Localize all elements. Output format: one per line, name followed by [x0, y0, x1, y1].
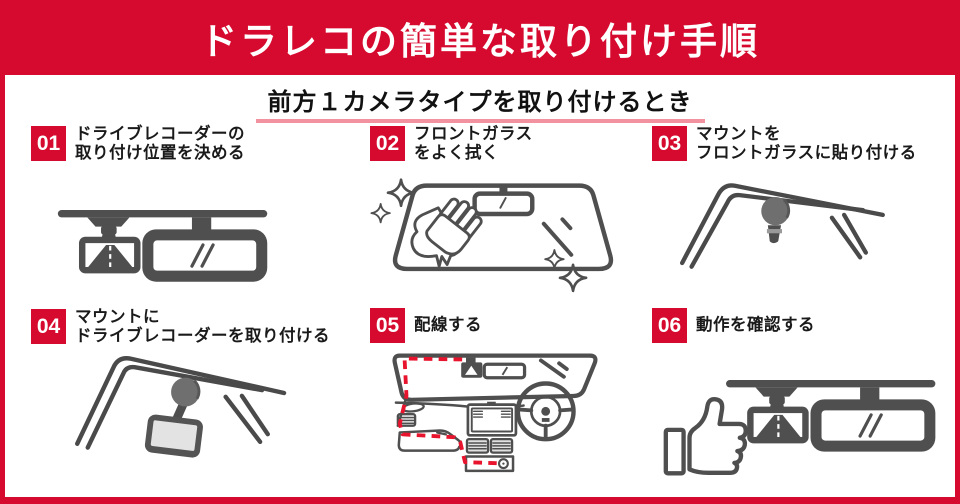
step-02-label-line1: フロントガラス: [414, 125, 533, 143]
mount-on-glass-illustration: [679, 183, 885, 269]
dashcam-on-mount-illustration: [75, 355, 287, 458]
step-04-header: 04 マウントに ドライブレコーダーを取り付ける: [31, 308, 361, 346]
step-05: 05 配線する: [370, 308, 662, 491]
step-05-number-badge: 05: [370, 308, 405, 343]
wiping-windshield-illustration: [370, 178, 614, 293]
step-05-label-line1: 配線する: [414, 316, 482, 335]
step-06-header: 06 動作を確認する: [652, 308, 952, 343]
console-vents: [465, 438, 514, 454]
subtitle-text: 前方１カメラタイプを取り付けるとき: [255, 82, 705, 123]
operation-check-illustration: [663, 378, 937, 476]
cable-routing-illustration: [392, 353, 598, 473]
step-02-label-line2: をよく拭く: [414, 143, 499, 162]
step-06-label-line1: 動作を確認する: [696, 316, 815, 335]
header-banner: ドラレコの簡単な取り付け手順: [0, 0, 960, 75]
content-panel: 前方１カメラタイプを取り付けるとき 01 ドライブレコーダーの 取り付け位置を決…: [5, 75, 955, 497]
step-03-label: マウントを フロントガラスに貼り付ける: [696, 125, 917, 163]
step-04: 04 マウントに ドライブレコーダーを取り付ける: [31, 308, 361, 492]
dashcam-with-mount: [144, 377, 203, 458]
step-03-number-badge: 03: [652, 126, 687, 162]
cable-route-dashed-line: [397, 356, 497, 466]
dashcam-and-mirror: [461, 357, 527, 380]
step-03-header: 03 マウントを フロントガラスに貼り付ける: [652, 125, 952, 163]
dashcam-beside-mirror-illustration: [56, 208, 269, 283]
sparkle-icon: [544, 249, 565, 270]
step-04-label-line1: マウントに: [75, 308, 160, 326]
step-06-number-badge: 06: [652, 308, 687, 343]
step-01-label: ドライブレコーダーの 取り付け位置を決める: [75, 125, 245, 163]
step-02-number-badge: 02: [370, 126, 405, 162]
step-03: 03 マウントを フロントガラスに貼り付ける: [652, 125, 952, 306]
step-04-number-badge: 04: [31, 309, 66, 345]
step-05-label: 配線する: [414, 316, 482, 335]
step-03-label-line1: マウントを: [696, 125, 781, 143]
step-02-label: フロントガラス をよく拭く: [414, 125, 533, 163]
glove-hand: [425, 197, 483, 256]
subtitle-row: 前方１カメラタイプを取り付けるとき: [5, 75, 955, 123]
step-01: 01 ドライブレコーダーの 取り付け位置を決める: [31, 125, 353, 283]
step-01-header: 01 ドライブレコーダーの 取り付け位置を決める: [31, 125, 353, 163]
step-06-label: 動作を確認する: [696, 316, 815, 335]
step-02: 02 フロントガラス をよく拭く: [370, 125, 652, 296]
step-03-label-line2: フロントガラスに貼り付ける: [696, 143, 917, 162]
thumbs-up-icon: [663, 397, 748, 476]
step-04-label: マウントに ドライブレコーダーを取り付ける: [75, 308, 330, 346]
steering-wheel: [515, 381, 576, 442]
step-05-header: 05 配線する: [370, 308, 662, 343]
step-01-label-line2: 取り付け位置を決める: [75, 143, 245, 162]
page-title: ドラレコの簡単な取り付け手順: [200, 20, 760, 62]
step-06: 06 動作を確認する: [652, 308, 952, 490]
step-04-label-line2: ドライブレコーダーを取り付ける: [75, 326, 330, 345]
suction-mount: [761, 196, 791, 244]
step-01-number-badge: 01: [31, 126, 66, 162]
sparkle-icon: [370, 202, 391, 224]
step-01-label-line1: ドライブレコーダーの: [75, 125, 245, 143]
step-02-header: 02 フロントガラス をよく拭く: [370, 125, 652, 163]
